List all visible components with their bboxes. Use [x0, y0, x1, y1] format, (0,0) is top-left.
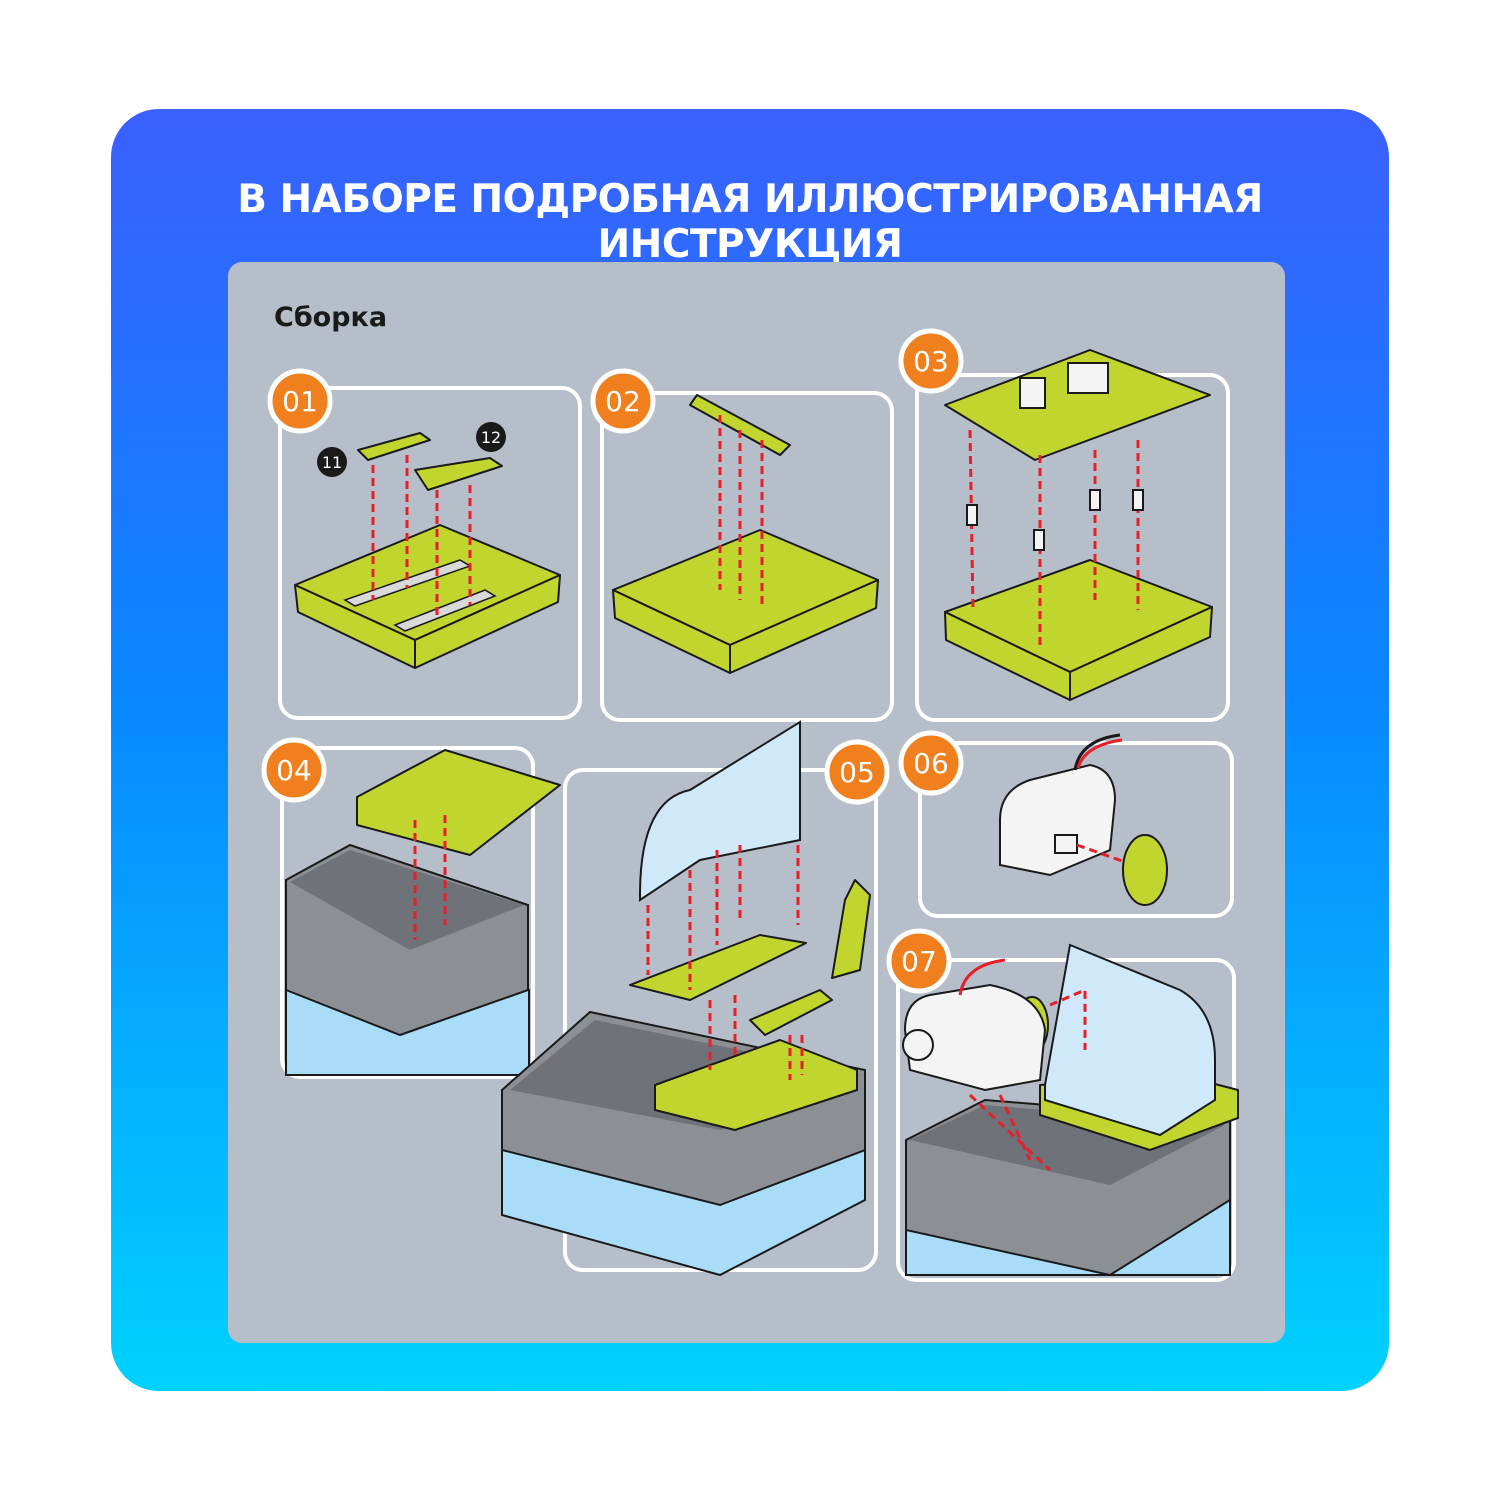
svg-text:05: 05 — [839, 756, 875, 789]
step-06-illustration — [999, 733, 1168, 906]
step-04-frame — [280, 746, 535, 1079]
step-01-badge: 01 — [267, 368, 333, 434]
step-07-badge: 07 — [886, 928, 952, 994]
part-label-11: 11 — [322, 453, 342, 472]
step-06-frame — [918, 741, 1234, 918]
svg-text:04: 04 — [276, 754, 312, 787]
step-05-illustration — [501, 720, 871, 1277]
step-03-badge: 03 — [898, 328, 964, 394]
svg-text:03: 03 — [913, 345, 949, 378]
section-title: Сборка — [274, 302, 388, 333]
headline: В НАБОРЕ ПОДРОБНАЯ ИЛЛЮСТРИРОВАННАЯ ИНСТ… — [237, 177, 1263, 267]
svg-text:06: 06 — [913, 747, 949, 780]
step-01-illustration: 11 12 — [294, 422, 561, 669]
step-05-badge: 05 — [824, 739, 890, 805]
step-02-frame — [600, 391, 894, 722]
step-04-badge: 04 — [261, 737, 327, 803]
step-02-badge: 02 — [590, 368, 656, 434]
step-07-illustration — [902, 943, 1239, 1277]
step-06-badge: 06 — [898, 730, 964, 796]
step-02-illustration — [612, 394, 879, 674]
svg-text:02: 02 — [605, 385, 641, 418]
step-04-illustration — [285, 749, 561, 1076]
step-01-frame — [278, 386, 582, 720]
part-label-12: 12 — [481, 428, 501, 447]
svg-text:01: 01 — [282, 385, 318, 418]
svg-text:07: 07 — [901, 945, 937, 978]
step-03-illustration — [944, 349, 1213, 701]
